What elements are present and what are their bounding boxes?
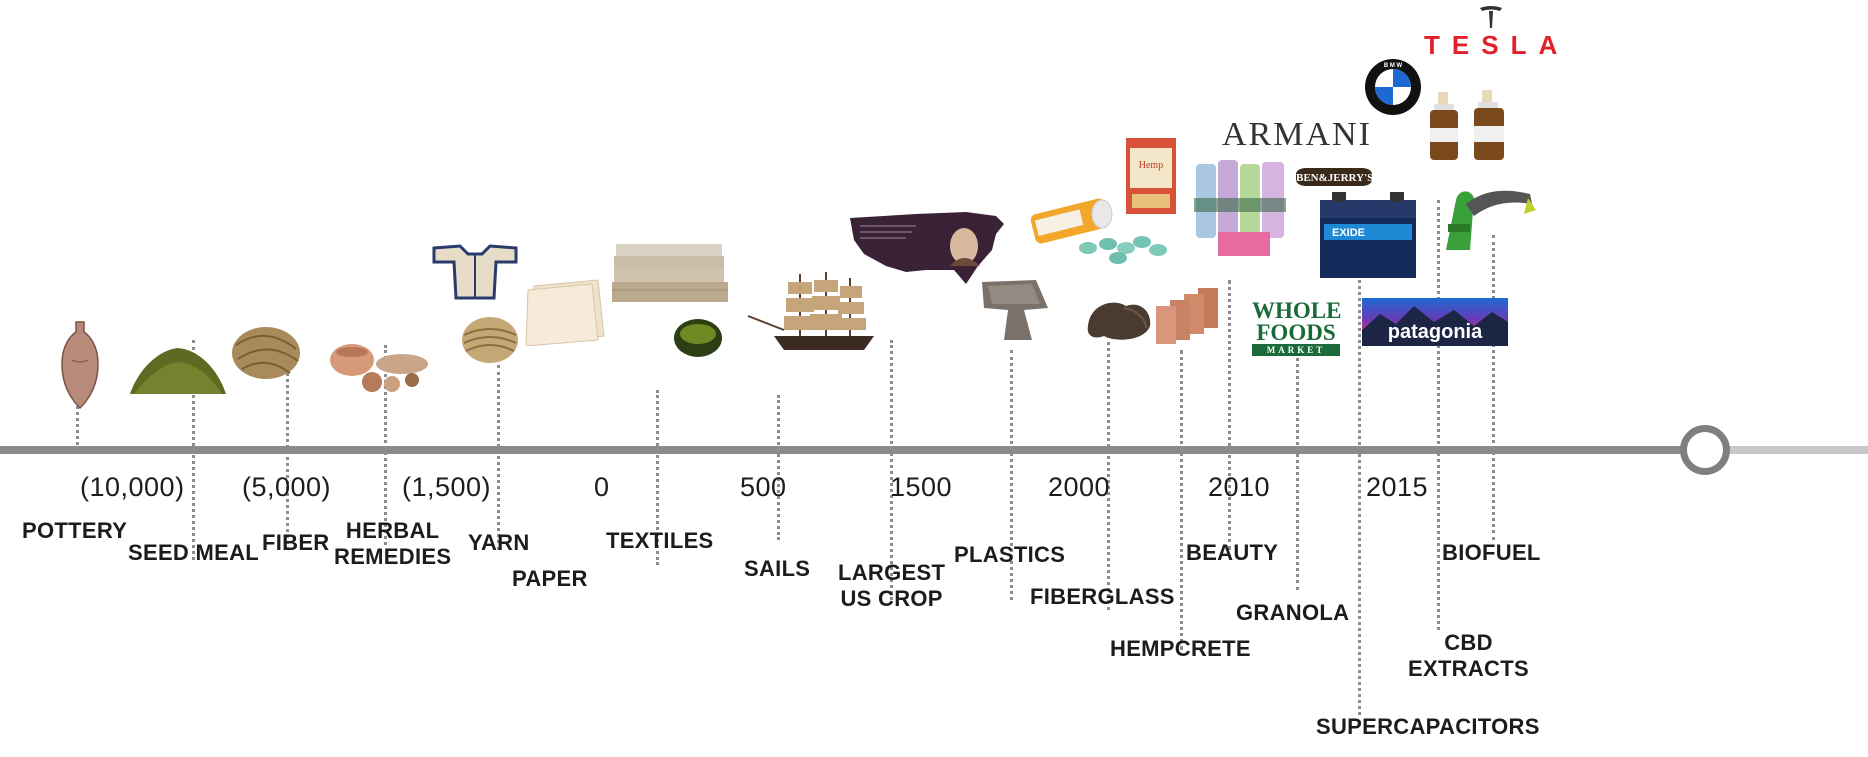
leader-beauty <box>1228 280 1231 550</box>
leader-seed-meal <box>192 340 195 560</box>
label-textiles: TEXTILES <box>606 528 714 553</box>
hempcrete-blocks-illustration <box>1156 288 1218 344</box>
armani-logo: ARMANI <box>1222 116 1372 153</box>
label-granola: GRANOLA <box>1236 600 1350 625</box>
label-seed-meal: SEED MEAL <box>128 540 260 565</box>
label-hempcrete: HEMPCRETE <box>1110 636 1251 661</box>
fiber-illustration <box>232 327 300 379</box>
whole-foods-logo: WHOLE FOODS MARKET <box>1252 298 1342 356</box>
whole-foods-word-3: MARKET <box>1252 344 1340 356</box>
leader-herbal <box>384 345 387 545</box>
pills-illustration <box>1030 198 1167 264</box>
herbal-remedies-illustration <box>330 344 428 392</box>
whole-foods-word-2: FOODS <box>1256 320 1336 345</box>
label-paper: PAPER <box>512 566 588 591</box>
year-10000: (10,000) <box>80 472 185 502</box>
label-supercapacitors: SUPERCAPACITORS <box>1316 714 1540 739</box>
label-sails: SAILS <box>744 556 811 581</box>
timeline-axis-future <box>1720 446 1868 454</box>
year-500: 500 <box>740 472 787 502</box>
year-1500bc: (1,500) <box>402 472 492 502</box>
svg-text:EXIDE: EXIDE <box>1332 227 1365 239</box>
yarn-ball-illustration <box>462 317 518 363</box>
svg-text:Hemp: Hemp <box>1139 160 1163 171</box>
plastic-chair-illustration <box>982 280 1048 340</box>
leader-largest-us-crop <box>890 340 893 600</box>
patagonia-logo: patagonia <box>1362 298 1508 346</box>
label-largest-us-crop: LARGEST US CROP <box>838 560 946 611</box>
soap-bottles-illustration <box>1194 160 1286 256</box>
car-battery-illustration: EXIDE <box>1320 192 1416 278</box>
leader-plastics <box>1010 350 1013 600</box>
label-plastics: PLASTICS <box>954 542 1066 567</box>
seed-meal-illustration <box>130 348 226 394</box>
bmw-logo: B M W <box>1365 59 1421 115</box>
leader-granola <box>1296 345 1299 590</box>
current-period-marker <box>1680 425 1730 475</box>
tesla-logo: TESLA <box>1424 30 1570 60</box>
svg-text:patagonia: patagonia <box>1388 321 1483 343</box>
year-5000: (5,000) <box>242 472 332 502</box>
us-map-illustration <box>850 212 1004 284</box>
label-fiberglass: FIBERGLASS <box>1030 584 1175 609</box>
textiles-illustration <box>612 244 728 302</box>
fuel-nozzle-illustration <box>1446 190 1536 250</box>
sailing-ship-illustration <box>747 272 874 350</box>
fiberglass-illustration <box>1087 302 1151 340</box>
cbd-bottles-illustration <box>1430 90 1504 160</box>
label-pottery: POTTERY <box>22 518 128 543</box>
label-herbal-remedies: HERBAL REMEDIES <box>334 518 452 569</box>
svg-text:B M W: B M W <box>1384 63 1403 69</box>
leader-cbd <box>1437 200 1440 630</box>
leader-hempcrete <box>1180 350 1183 650</box>
year-2010: 2010 <box>1208 472 1271 502</box>
leader-sails <box>777 395 780 540</box>
ben-jerrys-logo: BEN&JERRY'S <box>1296 168 1374 186</box>
leader-yarn <box>497 365 500 550</box>
leader-fiber <box>286 350 289 550</box>
label-cbd-extracts: CBD EXTRACTS <box>1408 630 1529 681</box>
label-beauty: BEAUTY <box>1186 540 1279 565</box>
hemp-cereal-box-illustration: Hemp <box>1126 138 1176 214</box>
timeline-axis <box>0 446 1868 454</box>
label-biofuel: BIOFUEL <box>1442 540 1541 565</box>
label-fiber: FIBER <box>262 530 330 555</box>
hemp-jacket-illustration <box>432 244 518 300</box>
tesla-t-icon <box>1480 6 1502 28</box>
leader-textiles <box>656 390 659 565</box>
whole-foods-word-1: WHOLE <box>1252 298 1342 323</box>
paper-illustration <box>525 279 605 346</box>
leader-biofuel <box>1492 235 1495 540</box>
year-1500: 1500 <box>890 472 953 502</box>
year-2000: 2000 <box>1048 472 1111 502</box>
year-0: 0 <box>594 472 610 502</box>
label-yarn: YARN <box>468 530 530 555</box>
leader-supercapacitors <box>1358 275 1361 715</box>
ben-jerrys-text: BEN&JERRY'S <box>1296 172 1374 184</box>
year-2015: 2015 <box>1366 472 1429 502</box>
leader-fiberglass <box>1107 335 1110 610</box>
amphora-illustration <box>61 321 99 410</box>
oil-bowl-illustration <box>674 319 722 357</box>
